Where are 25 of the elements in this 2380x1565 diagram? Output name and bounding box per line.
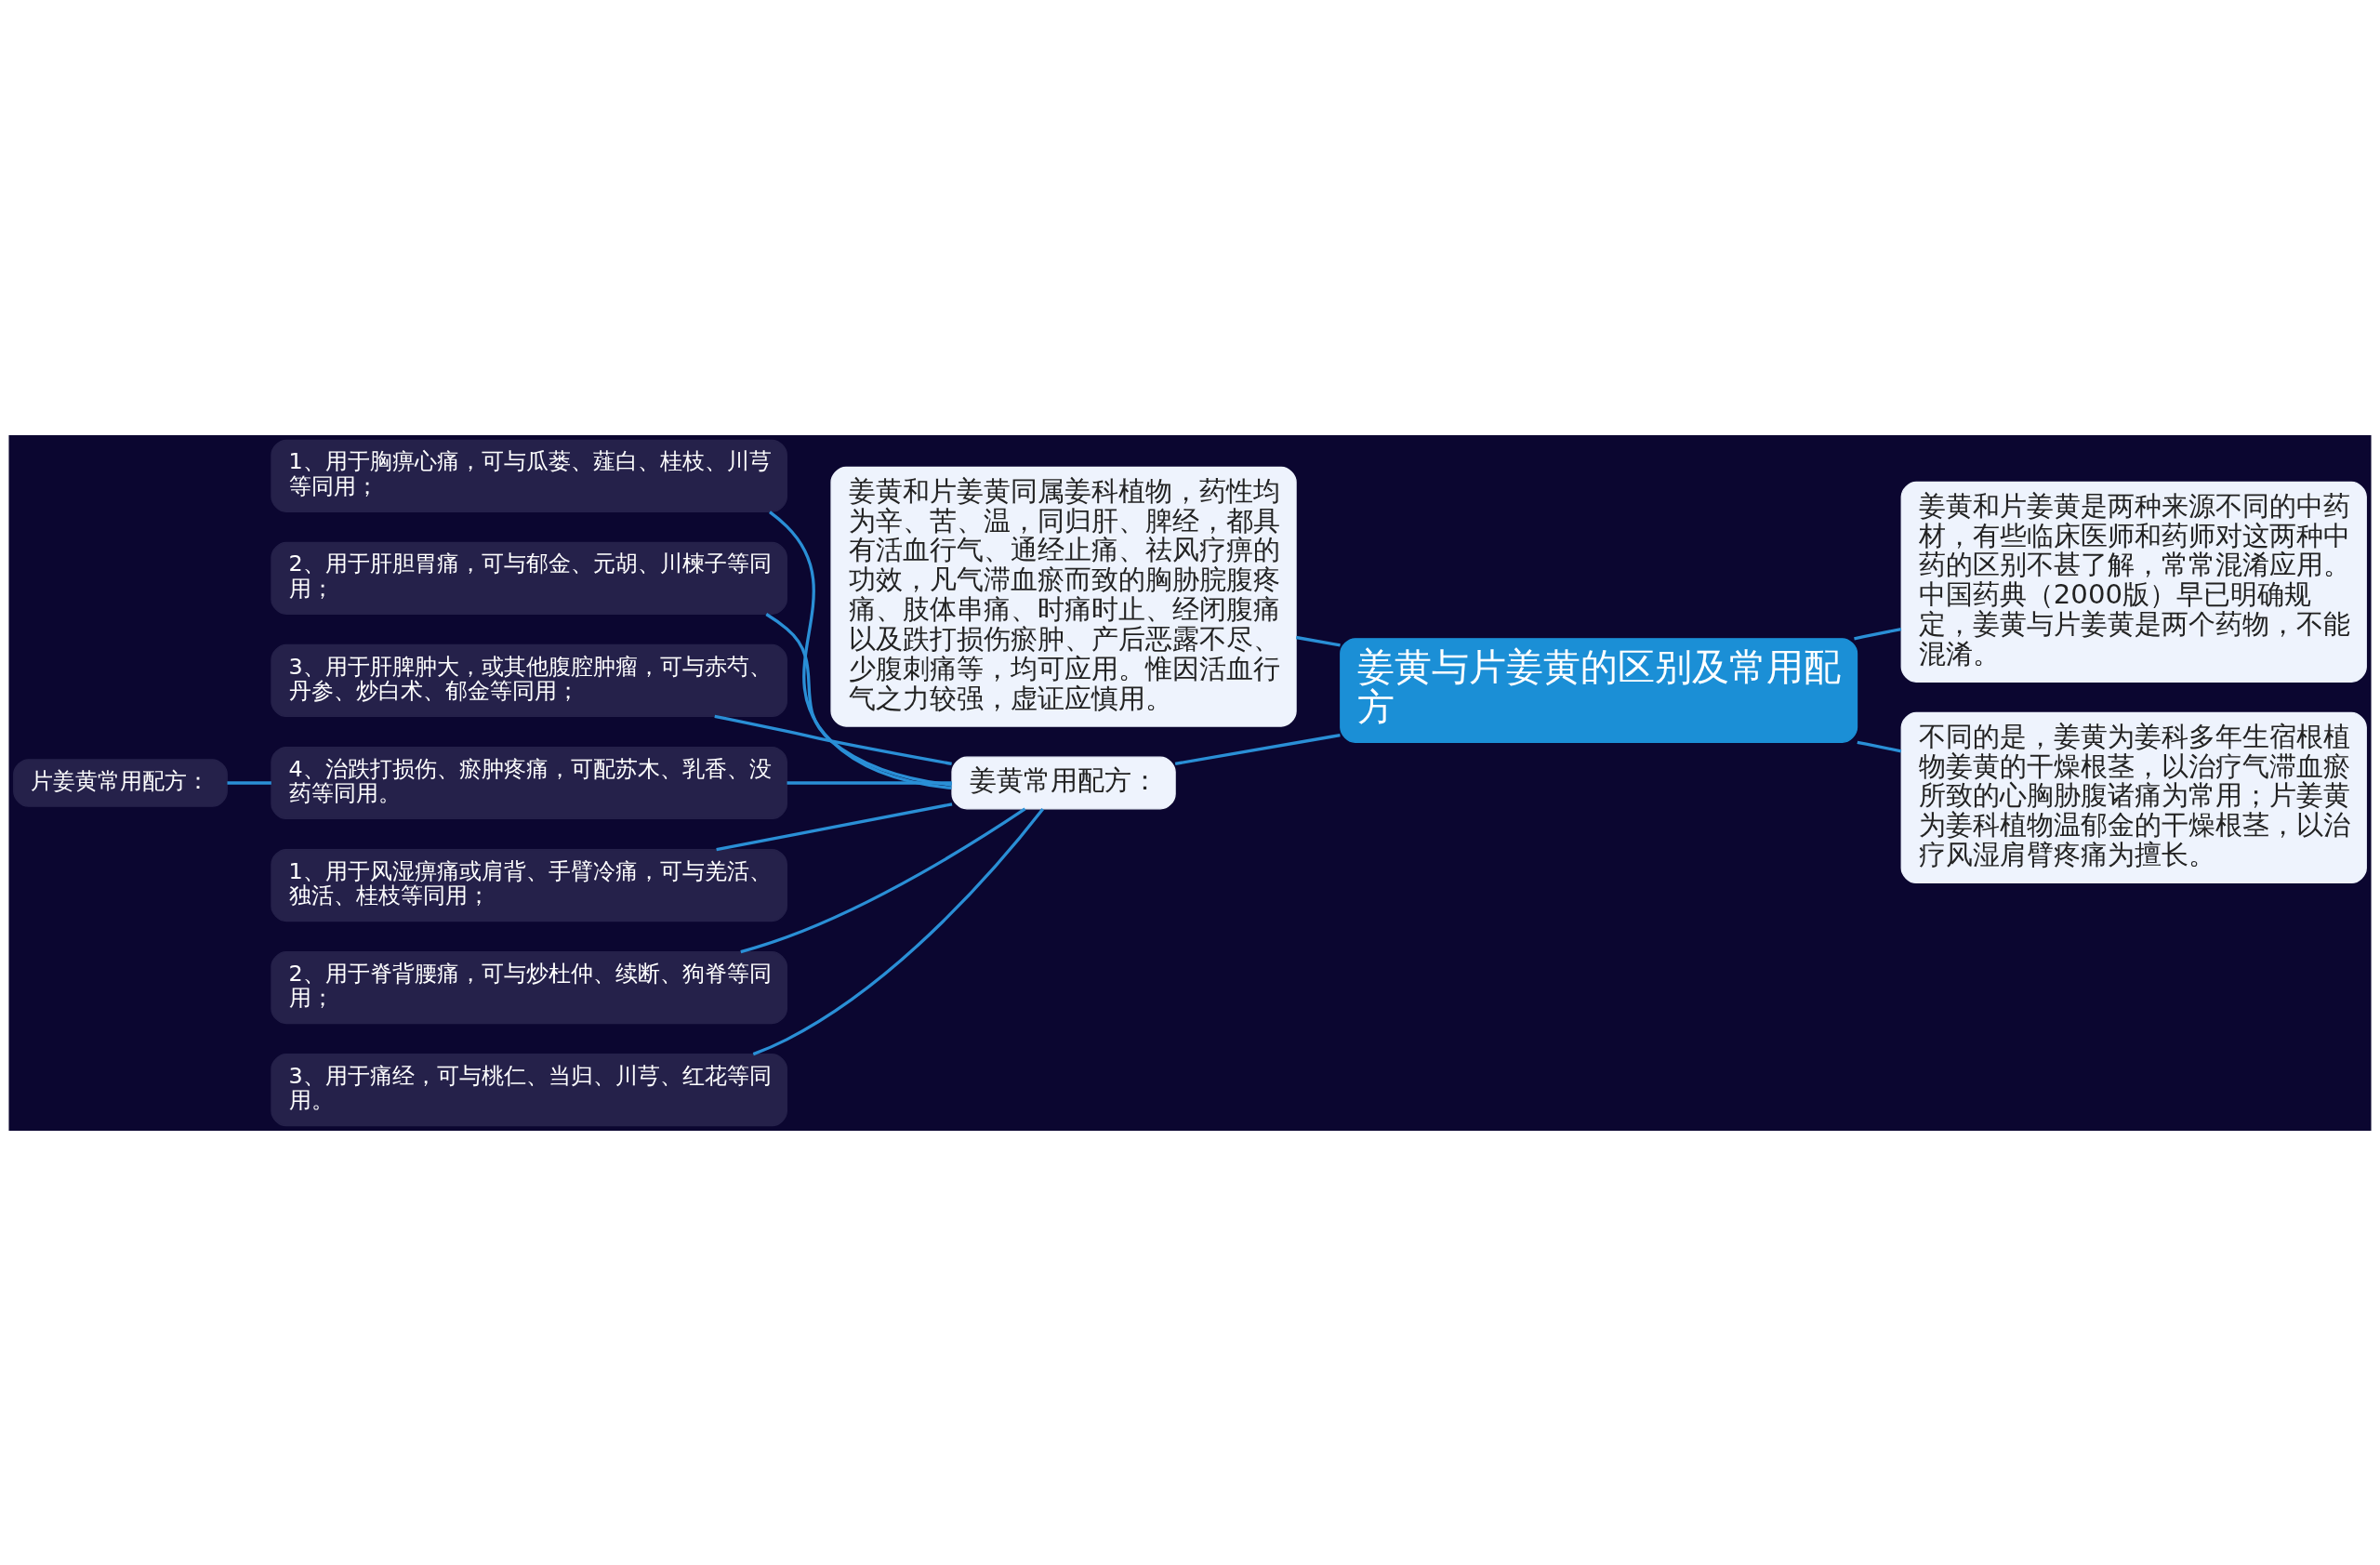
node-box: 1、用于胸痹心痛，可与瓜蒌、薤白、桂枝、川芎等同用； bbox=[271, 439, 787, 512]
node-box: 2、用于脊背腰痛，可与炒杜仲、续断、狗脊等同用； bbox=[271, 950, 787, 1024]
node-box: 姜黄常用配方： bbox=[951, 756, 1176, 809]
connector bbox=[765, 612, 952, 787]
node-box: 3、用于肝脾肿大，或其他腹腔肿瘤，可与赤芍、丹参、炒白术、郁金等同用； bbox=[271, 643, 787, 717]
node-box: 2、用于肝胆胃痛，可与郁金、元胡、川楝子等同用； bbox=[271, 541, 787, 615]
connector bbox=[769, 510, 952, 789]
node-box: 不同的是，姜黄为姜科多年生宿根植物姜黄的干燥根茎，以治疗气滞血瘀所致的心胸胁腹诸痛为常用；片姜黄为姜科植物温郁金的干燥根茎，以治疗风湿肩臂疼痛为擅长。 bbox=[1900, 711, 2367, 883]
node-box: 姜黄与片姜黄的区别及常用配方 bbox=[1340, 637, 1858, 743]
connector bbox=[714, 714, 952, 765]
connector bbox=[752, 807, 1045, 1055]
node-box: 姜黄和片姜黄是两种来源不同的中药材，有些临床医师和药师对这两种中药的区别不甚了解，常常混淆应用。中国药典（2000版）早已明确规定，姜黄与片姜黄是两个药物，不能混淆。 bbox=[1900, 481, 2367, 683]
connector bbox=[787, 780, 952, 785]
connector bbox=[227, 780, 271, 785]
connector bbox=[1857, 740, 1902, 752]
connector bbox=[740, 807, 1026, 953]
connector bbox=[1854, 627, 1902, 640]
node-box: 4、治跌打损伤、瘀肿疼痛，可配苏木、乳香、没药等同用。 bbox=[271, 746, 787, 819]
connector bbox=[716, 802, 953, 851]
connector bbox=[1295, 635, 1341, 646]
node-box: 3、用于痛经，可与桃仁、当归、川芎、红花等同用。 bbox=[271, 1053, 787, 1126]
node-box: 姜黄和片姜黄同属姜科植物，药性均为辛、苦、温，同归肝、脾经，都具有活血行气、通经止痛、祛风疗痹的功效，凡气滞血瘀而致的胸胁脘腹疼痛、肢体串痛、时痛时止、经闭腹痛以及跌打损伤瘀肿、产后恶露不尽、少腹刺痛等，均可应用。惟因活血行气之力较强，虚证应慎用。 bbox=[830, 466, 1297, 727]
node-box: 1、用于风湿痹痛或肩背、手臂冷痛，可与羌活、独活、桂枝等同用； bbox=[271, 848, 787, 922]
connector bbox=[1174, 733, 1341, 765]
node-box: 片姜黄常用配方： bbox=[13, 758, 228, 807]
